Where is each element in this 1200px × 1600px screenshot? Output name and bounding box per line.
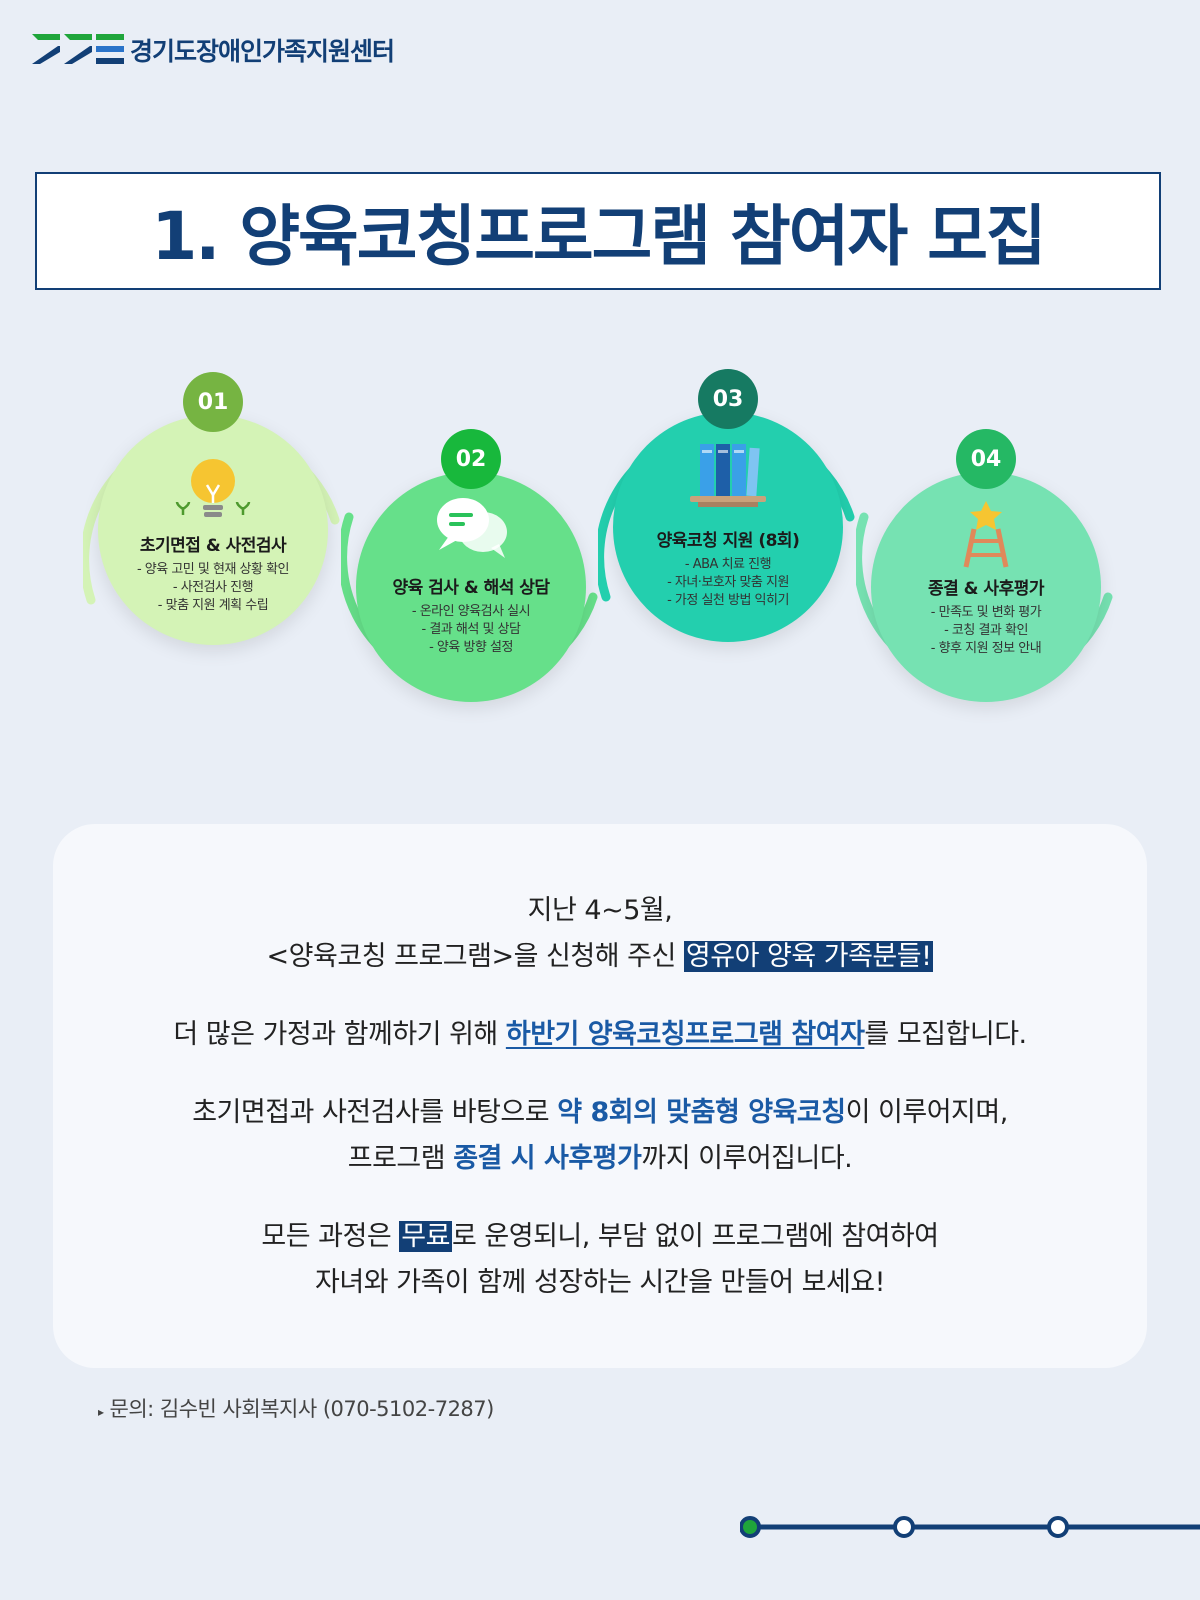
- step-2-number: 02: [441, 429, 501, 489]
- step-3-line: - ABA 치료 진행: [684, 557, 772, 572]
- intro-line-1: 지난 4~5월,: [527, 895, 673, 926]
- step-1-number: 01: [183, 372, 243, 432]
- step-3-line: - 가정 실천 방법 익히기: [667, 593, 789, 608]
- logo-mark-icon: [32, 34, 124, 64]
- step-2: 02 양육 검사 & 해석 상담 - 온라인 양육검사 실시 - 결과 해석 및…: [341, 429, 601, 717]
- contact-text: 문의: 김수빈 사회복지사 (070-5102-7287): [109, 1397, 495, 1421]
- target-highlight: 영유아 양육 가족분들!: [683, 941, 934, 972]
- free-text-post: 로 운영되니, 부담 없이 프로그램에 참여하여: [451, 1221, 939, 1252]
- chat-bubbles-icon: [437, 498, 507, 558]
- progress-dot: [893, 1516, 915, 1538]
- brand-logo: 경기도장애인가족지원센터: [30, 30, 395, 70]
- progress-dot-active: [740, 1516, 761, 1538]
- followup-highlight: 종결 시 사후평가: [453, 1143, 642, 1174]
- recruit-text-pre: 더 많은 가정과 함께하기 위해: [173, 1019, 506, 1050]
- followup-text-pre: 프로그램: [347, 1143, 454, 1174]
- free-line-2: 자녀와 가족이 함께 성장하는 시간을 만들어 보세요!: [315, 1267, 885, 1298]
- intro-text: <양육코칭 프로그램>을 신청해 주신: [266, 941, 684, 972]
- brand-name: 경기도장애인가족지원센터: [130, 37, 395, 66]
- page-progress: [740, 1516, 1200, 1538]
- step-2-line: - 결과 해석 및 상담: [421, 622, 521, 637]
- free-line-1: 모든 과정은 무료로 운영되니, 부담 없이 프로그램에 참여하여: [53, 1214, 1147, 1253]
- step-4-title: 종결 & 사후평가: [927, 579, 1045, 599]
- coaching-text-pre: 초기면접과 사전검사를 바탕으로: [192, 1097, 558, 1128]
- coaching-line-1: 초기면접과 사전검사를 바탕으로 약 8회의 맞춤형 양육코칭이 이루어지며,: [53, 1090, 1147, 1129]
- step-1-title: 초기면접 & 사전검사: [139, 536, 287, 556]
- followup-text-post: 까지 이루어집니다.: [641, 1143, 853, 1174]
- step-4: 04 종결 & 사후평가 - 만족도 및 변화 평가 - 코칭 결과 확인 - …: [856, 429, 1116, 717]
- step-4-desc: - 만족도 및 변화 평가 - 코칭 결과 확인 - 향후 지원 정보 안내: [856, 604, 1116, 658]
- coaching-line-2: 프로그램 종결 시 사후평가까지 이루어집니다.: [53, 1136, 1147, 1175]
- step-3-title: 양육코칭 지원 (8회): [656, 531, 800, 551]
- step-4-number: 04: [956, 429, 1016, 489]
- free-text-pre: 모든 과정은: [261, 1221, 400, 1252]
- recruit-highlight: 하반기 양육코칭프로그램 참여자: [505, 1019, 865, 1050]
- step-1-disc: [98, 415, 328, 645]
- step-1-line: - 양육 고민 및 현재 상황 확인: [136, 562, 290, 577]
- step-2-desc: - 온라인 양육검사 실시 - 결과 해석 및 상담 - 양육 방향 설정: [341, 603, 601, 657]
- contact-info: ▸ 문의: 김수빈 사회복지사 (070-5102-7287): [98, 1393, 494, 1423]
- step-3-number: 03: [698, 369, 758, 429]
- progress-dot: [1047, 1516, 1069, 1538]
- free-highlight: 무료: [399, 1221, 452, 1252]
- recruit-text-post: 를 모집합니다.: [864, 1019, 1027, 1050]
- ladder-star-icon: [963, 501, 1009, 568]
- recruit-line: 더 많은 가정과 함께하기 위해 하반기 양육코칭프로그램 참여자를 모집합니다…: [53, 1012, 1147, 1051]
- step-2-title: 양육 검사 & 해석 상담: [392, 578, 550, 598]
- bullet-icon: ▸: [98, 1405, 104, 1419]
- step-3: 03 양육코칭 지원 (8회) - ABA 치료 진행 - 자녀·보호자 맞춤 …: [598, 369, 858, 657]
- step-1-desc: - 양육 고민 및 현재 상황 확인 - 사전검사 진행 - 맞춤 지원 계획 …: [83, 561, 343, 615]
- lightbulb-icon: [175, 459, 251, 517]
- step-3-line: - 자녀·보호자 맞춤 지원: [667, 575, 789, 590]
- step-1: 01 초기면접 & 사전검사 - 양육 고민 및 현재 상황 확인 - 사전검사…: [83, 372, 343, 660]
- step-2-line: - 양육 방향 설정: [429, 640, 513, 655]
- step-4-line: - 코칭 결과 확인: [944, 623, 1028, 638]
- step-4-line: - 향후 지원 정보 안내: [930, 641, 1042, 656]
- books-icon: [690, 444, 766, 507]
- info-panel: 지난 4~5월, <양육코칭 프로그램>을 신청해 주신 영유아 양육 가족분들…: [53, 824, 1147, 1368]
- process-steps: 01 초기면접 & 사전검사 - 양육 고민 및 현재 상황 확인 - 사전검사…: [0, 369, 1200, 740]
- title-box: 1. 양육코칭프로그램 참여자 모집: [35, 172, 1161, 290]
- coaching-highlight: 약 8회의 맞춤형 양육코칭: [557, 1097, 846, 1128]
- step-1-line: - 맞춤 지원 계획 수립: [157, 598, 269, 613]
- step-1-line: - 사전검사 진행: [172, 580, 254, 595]
- step-3-desc: - ABA 치료 진행 - 자녀·보호자 맞춤 지원 - 가정 실천 방법 익히…: [598, 556, 858, 610]
- coaching-text-post: 이 이루어지며,: [845, 1097, 1009, 1128]
- page-title: 1. 양육코칭프로그램 참여자 모집: [151, 198, 1046, 275]
- step-4-line: - 만족도 및 변화 평가: [930, 605, 1042, 620]
- intro-line-2: <양육코칭 프로그램>을 신청해 주신 영유아 양육 가족분들!: [53, 934, 1147, 973]
- step-2-line: - 온라인 양육검사 실시: [411, 604, 531, 619]
